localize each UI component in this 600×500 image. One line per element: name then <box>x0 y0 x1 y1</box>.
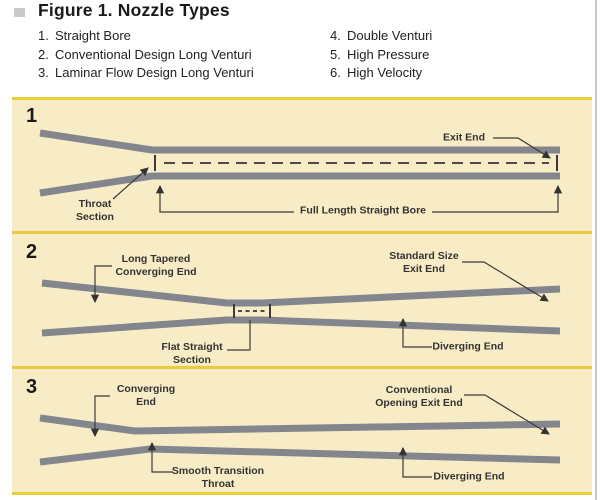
label-converging-end: Converging End <box>116 382 176 408</box>
label-flat-straight-section: Flat Straight Section <box>161 340 223 366</box>
nozzle-lower-wall <box>39 172 560 197</box>
nozzle-3-drawing <box>39 394 561 478</box>
list-item: 4. Double Venturi <box>330 27 432 46</box>
list-item-label: Double Venturi <box>347 28 433 43</box>
list-item-label: High Velocity <box>347 65 423 80</box>
flat-straight-leader <box>227 320 251 351</box>
dimension-line-left <box>155 184 294 213</box>
separator-line <box>12 492 592 495</box>
list-item-label: High Pressure <box>347 46 430 62</box>
diverging-end-leader-arrow <box>398 446 432 478</box>
smooth-transition-leader-arrow <box>147 441 173 473</box>
standard-size-leader-arrow <box>462 261 549 302</box>
panel-number: 3 <box>26 376 38 398</box>
converging-end-leader-arrow <box>90 395 110 438</box>
separator-line <box>12 97 592 100</box>
list-item-number: 4. <box>330 28 341 43</box>
list-item: 1. Straight Bore <box>38 27 254 46</box>
separator-line <box>12 366 592 369</box>
label-standard-size-exit-end: Standard Size Exit End <box>389 249 459 275</box>
nozzle-2-drawing <box>41 261 561 351</box>
nozzle-type-list-right: 4. Double Venturi 5. High Pressure 6. High … <box>330 27 432 83</box>
nozzle-lower-wall <box>39 445 561 466</box>
nozzle-lower-wall <box>41 316 561 337</box>
nozzle-type-list-left: 1. Straight Bore 2. Conventional Design Lo… <box>38 27 254 83</box>
dimension-line-right <box>432 184 563 213</box>
long-tapered-leader-arrow <box>90 265 112 304</box>
nozzle-upper-wall <box>39 129 560 154</box>
nozzle-upper-wall <box>41 279 561 307</box>
figure-title: Figure 1. Nozzle Types <box>38 0 230 20</box>
panel-number: 1 <box>26 105 38 127</box>
panel-number: 2 <box>26 241 38 263</box>
list-item-number: 5. <box>330 46 341 62</box>
label-conventional-opening-exit-end: Conventional Opening Exit End <box>375 383 463 409</box>
label-diverging-end: Diverging End <box>433 470 505 483</box>
list-item-number: 2. <box>38 46 49 62</box>
list-item-label: Laminar Flow Design Long Venturi <box>55 65 254 80</box>
label-full-length-straight-bore: Full Length Straight Bore <box>300 204 426 217</box>
nozzle-1-drawing <box>39 129 563 213</box>
nozzle-diagrams-figure: 1 Exit End Throat Section Full Length St… <box>12 97 592 495</box>
list-item-label: Conventional Design Long Venturi <box>55 46 252 62</box>
throat-section-leader-arrow <box>112 167 149 200</box>
list-item-number: 1. <box>38 28 49 43</box>
list-item-number: 6. <box>330 65 341 80</box>
diverging-end-leader-arrow <box>398 317 432 348</box>
bullet-square-icon <box>14 8 25 17</box>
label-throat-section: Throat Section <box>76 197 114 223</box>
list-item-label: Straight Bore <box>55 28 131 43</box>
list-item-number: 3. <box>38 65 49 80</box>
label-diverging-end: Diverging End <box>432 340 504 353</box>
label-smooth-transition-throat: Smooth Transition Throat <box>171 464 265 490</box>
list-item: 5. High Pressure <box>330 46 432 65</box>
list-item: 6. High Velocity <box>330 64 432 83</box>
separator-line <box>12 231 592 234</box>
nozzle-diagram-3: 3 Converging End Conventional Opening Ex… <box>12 368 592 495</box>
nozzle-diagram-1: 1 Exit End Throat Section Full Length St… <box>12 97 592 233</box>
conventional-exit-leader-arrow <box>464 394 550 435</box>
exit-end-leader-arrow <box>493 137 551 159</box>
nozzle-upper-wall <box>39 414 561 435</box>
nozzle-diagram-2: 2 Long Tapered Converging End Standard S… <box>12 233 592 368</box>
screenshot-edge-line <box>595 0 597 500</box>
label-long-tapered-converging-end: Long Tapered Converging End <box>115 252 197 278</box>
list-item: 2. Conventional Design Long Venturi <box>38 46 254 65</box>
label-exit-end: Exit End <box>442 131 486 144</box>
list-item: 3. Laminar Flow Design Long Venturi <box>38 64 254 83</box>
